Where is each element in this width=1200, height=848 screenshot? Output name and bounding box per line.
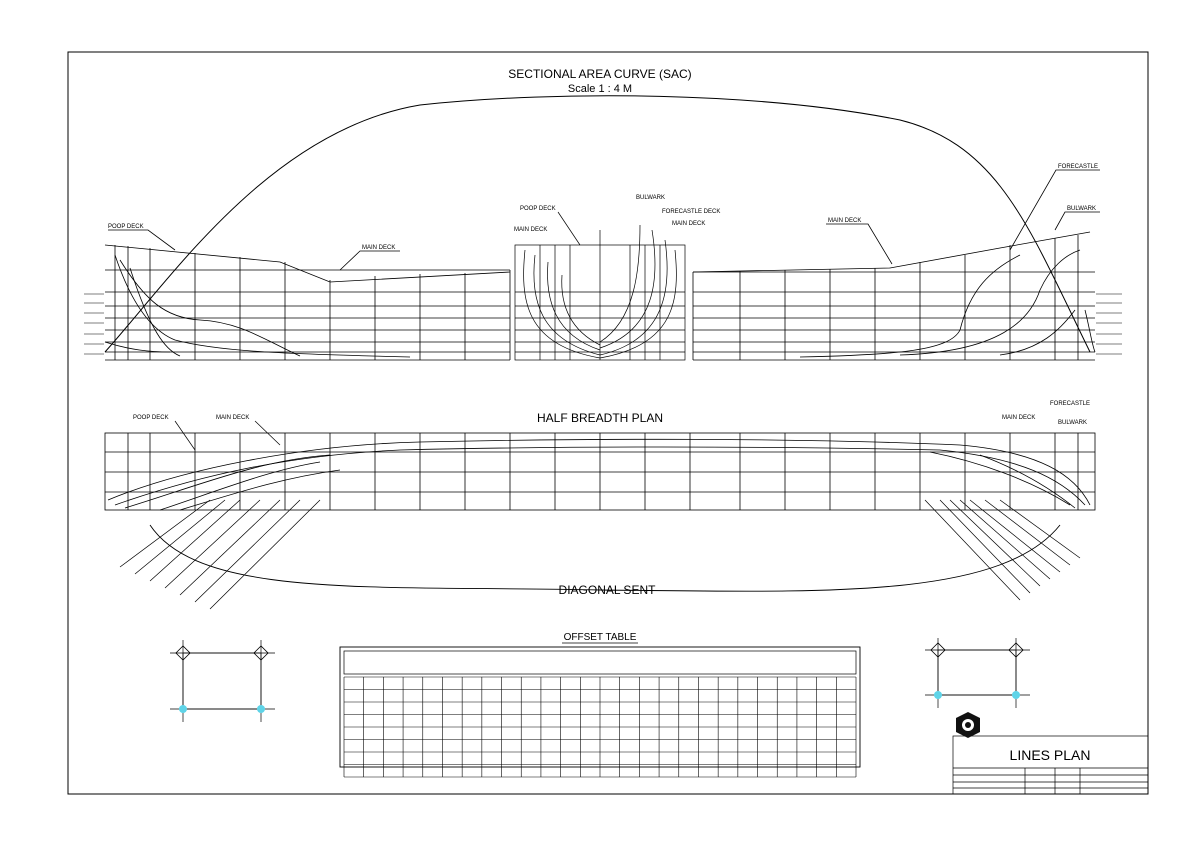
poop-deck-label: POOP DECK [108, 224, 144, 230]
body-forecastle-deck-label: FORECASTLE DECK [662, 209, 720, 215]
body-plan [514, 224, 686, 361]
forecastle-label: FORECASTLE [1058, 164, 1098, 170]
waterline-labels-right [1096, 293, 1122, 355]
bulwark-leader [1054, 211, 1100, 231]
main-dimension-corner-tl [175, 645, 191, 661]
offset-table-grid [343, 676, 857, 778]
sac-scale: Scale 1 : 4 M [568, 83, 632, 95]
main-deck-leader-aft [339, 250, 400, 271]
offset-table-header-box [343, 650, 857, 675]
body-main-deck-label: MAIN DECK [514, 227, 547, 233]
drawing-border [67, 51, 1149, 795]
form-coefficient-corner-tr [1008, 642, 1024, 658]
hb-forecastle-label: FORECASTLE [1050, 401, 1090, 407]
form-coefficient-corner-tl [930, 642, 946, 658]
main-deck-leader-fwd [826, 223, 893, 265]
forecastle-leader [1009, 169, 1100, 251]
half-breadth-title: HALF BREADTH PLAN [537, 411, 663, 425]
sac-curve [104, 95, 1091, 353]
hb-main-deck-leader-aft [254, 420, 281, 446]
form-coefficient-dot-br [1012, 691, 1020, 699]
university-logo [956, 712, 980, 738]
form-coefficient-dot-bl [934, 691, 942, 699]
hb-poop-deck-label: POOP DECK [133, 415, 169, 421]
diagonal-title: DIAGONAL SENT [559, 583, 657, 597]
main-deck-label-aft: MAIN DECK [362, 245, 395, 251]
half-breadth-grid [104, 432, 1096, 511]
waterline-labels-left [84, 293, 104, 355]
poop-deck-leader [108, 229, 176, 251]
hb-poop-deck-leader [174, 420, 196, 451]
profile-fwd [692, 231, 1096, 361]
title-block [952, 735, 1149, 795]
profile-aft [104, 244, 511, 361]
main-dimension-dot-br [257, 705, 265, 713]
sac-title: SECTIONAL AREA CURVE (SAC) [508, 67, 691, 81]
body-main-deck-fwd-label: MAIN DECK [672, 221, 705, 227]
drawing-title: LINES PLAN [1010, 747, 1091, 763]
body-bulwark-label: BULWARK [636, 195, 665, 201]
main-dimension-corner-tr [253, 645, 269, 661]
offset-table-title: OFFSET TABLE [564, 632, 637, 643]
body-poop-deck-label: POOP DECK [520, 206, 556, 212]
main-dimension-dot-bl [179, 705, 187, 713]
main-deck-label-fwd: MAIN DECK [828, 218, 861, 224]
hb-main-deck-label-fwd: MAIN DECK [1002, 415, 1035, 421]
hb-main-deck-label-aft: MAIN DECK [216, 415, 249, 421]
diagonal-lines-aft [119, 499, 321, 610]
bulwark-label: BULWARK [1067, 206, 1096, 212]
diagonal-lines-fwd [924, 499, 1081, 601]
hb-bulwark-label: BULWARK [1058, 420, 1087, 426]
diagonal-curve [149, 524, 1061, 592]
body-poop-deck-leader [557, 211, 581, 246]
